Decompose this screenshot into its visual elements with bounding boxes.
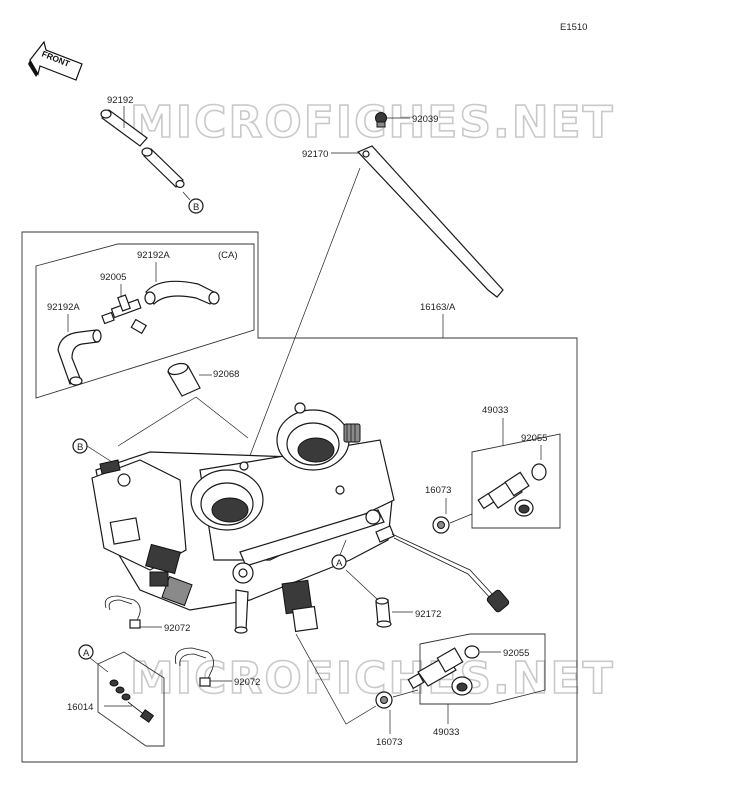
label-16073-bottom: 16073 bbox=[376, 737, 402, 748]
label-92072-left: 92072 bbox=[164, 623, 190, 634]
throttle-body-assembly bbox=[91, 402, 395, 634]
oring-92055-top bbox=[531, 463, 547, 481]
hose-92192a-left bbox=[57, 329, 102, 386]
ca-note: (CA) bbox=[218, 250, 238, 261]
strap-92170 bbox=[356, 145, 504, 298]
ca-kit-box bbox=[35, 243, 255, 399]
label-16014: 16014 bbox=[67, 702, 93, 713]
label-49033-bottom: 49033 bbox=[433, 727, 459, 738]
injector-box-top bbox=[471, 433, 561, 529]
label-92072-bottom: 92072 bbox=[234, 677, 260, 688]
watermark-top: MICROFICHES.NET bbox=[130, 97, 615, 148]
label-92170: 92170 bbox=[302, 149, 328, 160]
label-92055-bottom: 92055 bbox=[503, 648, 529, 659]
label-92039: 92039 bbox=[412, 114, 438, 125]
label-92192a-top: 92192A bbox=[137, 250, 170, 261]
hose-92192 bbox=[100, 109, 185, 189]
callout-a-mid: A bbox=[336, 558, 343, 569]
clamp-92072-left bbox=[104, 595, 141, 629]
callout-b-top: B bbox=[193, 202, 199, 213]
injector-box-bottom bbox=[419, 633, 546, 705]
screw-16014 bbox=[109, 679, 155, 723]
pin-92172 bbox=[375, 597, 392, 628]
label-92172: 92172 bbox=[415, 609, 441, 620]
diagram-code: E1510 bbox=[560, 22, 587, 33]
label-92005: 92005 bbox=[100, 272, 126, 283]
tee-fitting-92005 bbox=[101, 294, 148, 335]
label-92068: 92068 bbox=[213, 369, 239, 380]
label-92192: 92192 bbox=[107, 95, 133, 106]
injector-49033-bottom bbox=[407, 647, 473, 696]
injector-49033-top bbox=[477, 471, 534, 517]
label-16073-top: 16073 bbox=[425, 485, 451, 496]
sleeve-92068 bbox=[167, 362, 201, 397]
bolt-92039 bbox=[375, 112, 387, 128]
assembly-frame bbox=[21, 231, 578, 763]
idle-cable bbox=[375, 525, 510, 613]
label-49033-top: 49033 bbox=[482, 405, 508, 416]
oring-92055-bottom bbox=[464, 645, 480, 659]
front-arrow-icon: FRONT bbox=[28, 40, 83, 81]
callout-b-left: B bbox=[77, 442, 83, 453]
callout-a-left: A bbox=[83, 648, 90, 659]
clamp-92072-bottom bbox=[174, 647, 214, 687]
label-92055-top: 92055 bbox=[521, 433, 547, 444]
label-16163a: 16163/A bbox=[420, 302, 456, 313]
hose-92192a-top bbox=[144, 280, 220, 305]
screw-kit-box bbox=[97, 651, 165, 747]
label-92192a-left: 92192A bbox=[47, 302, 80, 313]
